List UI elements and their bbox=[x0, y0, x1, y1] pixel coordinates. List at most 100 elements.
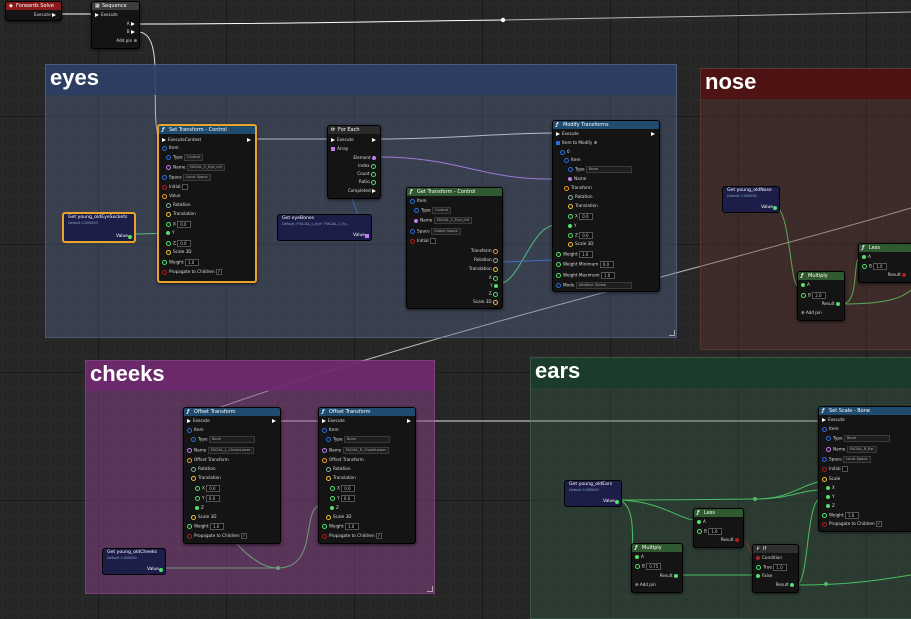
float-pin-icon[interactable] bbox=[166, 241, 171, 246]
weight-max-input[interactable]: 1.0 bbox=[600, 272, 615, 279]
x-input[interactable]: 0.0 bbox=[206, 485, 221, 492]
rig-element-pin-icon[interactable] bbox=[162, 145, 167, 151]
b-pin-row[interactable]: B 0.75 bbox=[635, 563, 662, 570]
exec-pin-icon[interactable] bbox=[131, 30, 135, 34]
offset-row[interactable]: Offset Transform bbox=[187, 457, 229, 463]
z-row[interactable]: Z bbox=[826, 503, 835, 509]
space-dropdown[interactable]: Global Space bbox=[431, 228, 461, 235]
comment-header[interactable] bbox=[701, 69, 911, 99]
rig-element-pin-icon[interactable] bbox=[822, 426, 827, 432]
name-pin-icon[interactable] bbox=[187, 448, 192, 453]
sequence-node[interactable]: ▦Sequence Execute A B Add pin ⊕ bbox=[91, 1, 140, 49]
b-input[interactable]: 1.0 bbox=[708, 528, 723, 535]
propagate-checkbox[interactable]: ✓ bbox=[240, 533, 247, 539]
bool-pin-icon[interactable] bbox=[162, 269, 167, 275]
transform-pin-icon[interactable] bbox=[162, 193, 167, 199]
name-pin-icon[interactable] bbox=[414, 218, 418, 223]
for-each-node[interactable]: ⟳For Each Execute Array Element Index Co… bbox=[327, 125, 381, 199]
enum-pin-icon[interactable] bbox=[162, 175, 167, 180]
item-row[interactable]: Item bbox=[162, 145, 179, 151]
reroute-node[interactable] bbox=[753, 497, 757, 501]
vector-pin-icon[interactable] bbox=[493, 266, 498, 272]
index-row[interactable]: Index bbox=[358, 163, 378, 169]
condition-row[interactable]: Condition bbox=[756, 555, 782, 561]
a-pin-row[interactable]: A bbox=[635, 554, 644, 560]
rotation-row[interactable]: Rotation bbox=[568, 194, 593, 200]
float-pin-icon[interactable] bbox=[166, 222, 171, 227]
add-pin-button[interactable]: Add pin ⊕ bbox=[116, 38, 137, 44]
false-row[interactable]: False bbox=[756, 573, 773, 579]
x-row[interactable]: X 0.0 bbox=[195, 485, 221, 492]
float-pin-icon[interactable] bbox=[322, 524, 327, 529]
enum-pin-icon[interactable] bbox=[410, 229, 415, 234]
name-pin-icon[interactable] bbox=[166, 165, 171, 170]
float-pin-icon[interactable] bbox=[195, 496, 200, 501]
name-dropdown[interactable]: FACIAL_R_CheekLower bbox=[342, 447, 390, 454]
float-pin-icon[interactable] bbox=[862, 264, 867, 269]
exec-pin-icon[interactable] bbox=[247, 138, 251, 142]
exec-context-row[interactable]: ExecuteContext bbox=[162, 137, 201, 143]
exec-pin-icon[interactable] bbox=[52, 13, 56, 17]
name-dropdown[interactable]: FACIAL_C_Eye_ctrl bbox=[433, 217, 473, 224]
array-pin-icon[interactable] bbox=[331, 147, 335, 151]
exec-pin-icon[interactable] bbox=[651, 132, 655, 136]
rotator-pin-icon[interactable] bbox=[568, 194, 573, 200]
bool-pin-icon[interactable] bbox=[162, 184, 167, 190]
scale-row[interactable]: Scale bbox=[822, 476, 840, 482]
a-pin-row[interactable]: A bbox=[127, 21, 137, 27]
x-row[interactable]: X 0.0 bbox=[330, 485, 356, 492]
float-pin-icon[interactable] bbox=[568, 224, 572, 228]
weight-input[interactable]: 1.0 bbox=[578, 251, 593, 258]
get-variable-node[interactable]: Get young_oldNose Default 0.000000 Value bbox=[722, 186, 780, 213]
weight-row[interactable]: Weight 1.0 bbox=[162, 259, 199, 266]
reroute-node[interactable] bbox=[276, 566, 280, 570]
rotation-row[interactable]: Rotation bbox=[191, 466, 216, 472]
completed-row[interactable]: Completed bbox=[348, 188, 378, 194]
weight-row[interactable]: Weight 1.0 bbox=[187, 523, 224, 530]
x-row[interactable]: X 0.0 bbox=[568, 213, 594, 220]
exec-pin-icon[interactable] bbox=[272, 419, 276, 423]
type-row[interactable]: Type Bone bbox=[191, 436, 255, 443]
get-variable-node[interactable]: Get young_oldEyeSockets Default 0.000000… bbox=[62, 212, 136, 243]
space-dropdown[interactable]: Local Space bbox=[183, 174, 211, 181]
translation-row[interactable]: Translation bbox=[568, 203, 598, 209]
x-input[interactable]: 0.0 bbox=[177, 221, 192, 228]
float-pin-icon[interactable] bbox=[330, 486, 335, 491]
float-pin-icon[interactable] bbox=[494, 284, 498, 288]
execute-pin-row[interactable]: Execute bbox=[322, 418, 345, 424]
x-input[interactable]: 0.0 bbox=[579, 213, 594, 220]
transform-pin-icon[interactable] bbox=[493, 248, 498, 254]
bool-pin-icon[interactable] bbox=[822, 521, 827, 527]
enum-pin-icon[interactable] bbox=[191, 437, 196, 442]
translation-row[interactable]: Translation bbox=[166, 211, 196, 217]
b-input[interactable]: 1.0 bbox=[873, 263, 888, 270]
type-row[interactable]: Type Control bbox=[414, 207, 451, 214]
reroute-node[interactable] bbox=[824, 582, 828, 586]
b-pin-row[interactable]: B bbox=[127, 29, 137, 35]
z-row[interactable]: Z 0.0 bbox=[568, 232, 594, 239]
initial-checkbox[interactable] bbox=[429, 238, 436, 244]
z-row[interactable]: Z bbox=[195, 505, 204, 511]
bool-pin-icon[interactable] bbox=[187, 533, 192, 539]
weight-min-row[interactable]: Weight Minimum 0.0 bbox=[556, 261, 614, 268]
b-pin-row[interactable]: B 1.0 bbox=[862, 263, 888, 270]
execute-pin-row[interactable]: Execute bbox=[822, 417, 845, 423]
y-row[interactable]: Y bbox=[166, 230, 175, 236]
exec-pin-icon[interactable] bbox=[187, 419, 191, 423]
comment-header[interactable] bbox=[46, 65, 676, 95]
float-pin-icon[interactable] bbox=[801, 293, 806, 298]
enum-pin-icon[interactable] bbox=[326, 437, 331, 442]
name-row[interactable]: Name FACIAL_C_Eye_ctrl bbox=[414, 217, 473, 224]
item-row[interactable]: Item bbox=[410, 198, 427, 204]
vector-pin-icon[interactable] bbox=[191, 475, 196, 481]
rotation-row[interactable]: Rotation bbox=[166, 202, 191, 208]
propagate-row[interactable]: Propagate to Children ✓ bbox=[322, 533, 382, 539]
array-pin-icon[interactable] bbox=[365, 234, 369, 238]
name-row[interactable]: Name FACIAL_L_CheekLower bbox=[187, 447, 254, 454]
